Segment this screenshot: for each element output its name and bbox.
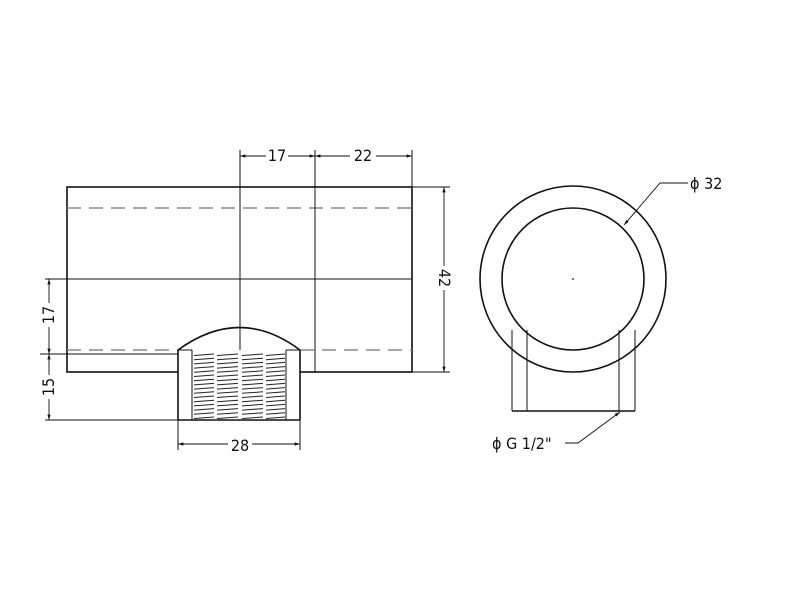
outer-circle (479, 185, 667, 373)
thread-hatching (193, 353, 286, 419)
dim-text-42: 42 (435, 269, 454, 287)
dim-text-28: 28 (231, 436, 249, 455)
dim-text-17-left: 17 (39, 306, 58, 324)
inner-circle (501, 207, 645, 351)
leader-thread (565, 411, 621, 444)
leader-od (623, 182, 688, 226)
end-view: ϕ 32 ϕ G 1/2" (479, 174, 722, 453)
center-point (572, 278, 574, 280)
dim-text-15: 15 (39, 378, 58, 396)
callout-od: ϕ 32 (690, 174, 722, 193)
dim-text-22: 22 (354, 146, 372, 165)
dim-text-17-top: 17 (268, 146, 286, 165)
callout-thread: ϕ G 1/2" (492, 434, 552, 453)
branch-intersection-curve (177, 326, 301, 351)
side-view: 17 22 28 42 17 15 (39, 146, 454, 455)
